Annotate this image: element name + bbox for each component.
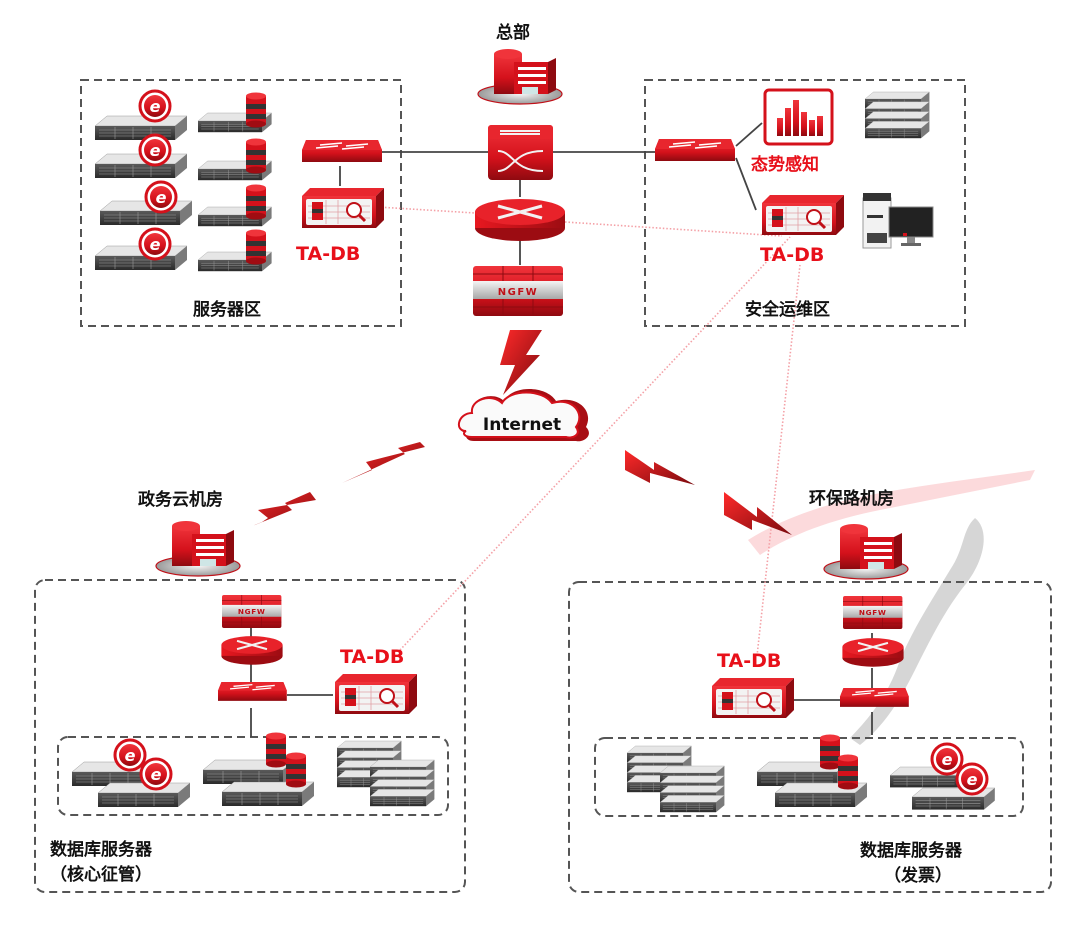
web-server-icon: [930, 742, 964, 776]
gov-cloud-zone-label-line2: （核心征管）: [50, 865, 152, 885]
audit-links: [377, 206, 801, 657]
hq-label: 总部: [496, 23, 530, 43]
map-decoration-pink: [748, 470, 1035, 555]
situational-awareness-label: 态势感知: [751, 155, 819, 175]
network-links: [250, 122, 873, 737]
gov-cloud-router-icon[interactable]: [220, 635, 284, 666]
security-zone-ta-db-label: TA-DB: [760, 244, 825, 266]
server-zone-label: 服务器区: [193, 300, 261, 320]
audit-link-hq-server: [377, 206, 476, 214]
huanbao-ta-db-label: TA-DB: [717, 650, 782, 672]
server-zone-box: [80, 79, 402, 327]
security-ops-zone-box: [644, 79, 966, 327]
huanbao-switch-icon[interactable]: [839, 687, 910, 708]
map-decoration-gray: [850, 518, 984, 745]
database-icon: [246, 184, 266, 220]
web-server[interactable]: [97, 782, 191, 808]
huanbao-firewall-label: NGFW: [859, 608, 887, 617]
hq-firewall-icon[interactable]: NGFW: [472, 265, 564, 317]
database-icon: [246, 138, 266, 174]
security-zone-switch-icon[interactable]: [654, 138, 736, 162]
huanbao-servers: [626, 734, 996, 813]
gov-cloud-zone-box: [34, 579, 466, 893]
lightning-bolt-icon: [235, 492, 316, 533]
huanbao-zone-label-line1: 数据库服务器: [860, 841, 962, 861]
huanbao-ta-db-icon[interactable]: [710, 676, 796, 720]
core-router-icon[interactable]: [473, 197, 567, 243]
huanbao-server-group-box: [594, 737, 1024, 817]
huanbao-firewall-icon[interactable]: NGFW: [842, 595, 903, 630]
web-server-icon: [955, 762, 989, 796]
database-icon: [838, 754, 858, 790]
huanbao-zone-box: [568, 581, 1052, 893]
gov-cloud-ta-db-icon[interactable]: [333, 672, 419, 716]
web-server-icon: [113, 738, 147, 772]
database-icon: [246, 229, 266, 265]
server-zone-ta-db-label: TA-DB: [296, 243, 361, 265]
server-stack-icon[interactable]: [864, 91, 930, 139]
gov-cloud-switch-icon[interactable]: [217, 681, 288, 702]
server-zone-ta-db-icon[interactable]: [300, 186, 386, 230]
database-icon: [820, 734, 840, 770]
situational-awareness-icon[interactable]: [763, 88, 834, 146]
security-zone-ta-db-icon[interactable]: [760, 193, 846, 237]
web-server-icon: [138, 133, 172, 167]
gov-cloud-ta-db-label: TA-DB: [340, 646, 405, 668]
gov-cloud-servers: [71, 732, 435, 808]
lightning-bolt-icon: [724, 492, 792, 535]
database-icon: [286, 752, 306, 788]
security-zone-label: 安全运维区: [745, 300, 830, 320]
gov-cloud-server-group-box: [57, 736, 449, 816]
security-zone-devices: [654, 88, 934, 249]
workstation-icon[interactable]: [862, 193, 934, 249]
server-stack-icon[interactable]: [369, 759, 435, 807]
huanbao-router-icon[interactable]: [841, 637, 905, 668]
web-server-icon: [144, 180, 178, 214]
lightning-bolt-icon: [500, 330, 542, 395]
gov-cloud-zone-label-line1: 数据库服务器: [50, 840, 152, 860]
gov-cloud-label: 政务云机房: [138, 490, 223, 510]
huanbao-label: 环保路机房: [809, 489, 894, 509]
web-server[interactable]: [99, 200, 193, 226]
web-server-icon: [138, 89, 172, 123]
internet-cloud-icon: [457, 389, 589, 442]
internet-label: Internet: [483, 415, 561, 435]
audit-link-gov-cloud: [399, 236, 791, 651]
lightning-bolt-icon: [625, 450, 695, 485]
core-switch-icon[interactable]: [488, 125, 553, 180]
web-server-icon: [139, 757, 173, 791]
gov-cloud-firewall-icon[interactable]: NGFW: [221, 594, 282, 629]
huanbao-zone-label-line2: （发票）: [884, 866, 952, 886]
server-zone-switch-icon[interactable]: [301, 139, 383, 163]
huanbao-building-icon: [823, 523, 909, 580]
hq-firewall-label: NGFW: [498, 287, 538, 298]
gov-cloud-building-icon: [155, 520, 241, 577]
gov-cloud-firewall-label: NGFW: [238, 607, 266, 616]
database-icon: [266, 732, 286, 768]
database-icon: [246, 92, 266, 128]
hq-building-icon: [477, 48, 563, 105]
web-server[interactable]: [94, 115, 188, 141]
audit-link-hq-security: [564, 221, 783, 237]
web-server-icon: [138, 227, 172, 261]
server-stack-icon[interactable]: [659, 765, 725, 813]
lightning-bolt-icon: [342, 442, 425, 483]
audit-link-huanbao: [756, 264, 801, 657]
